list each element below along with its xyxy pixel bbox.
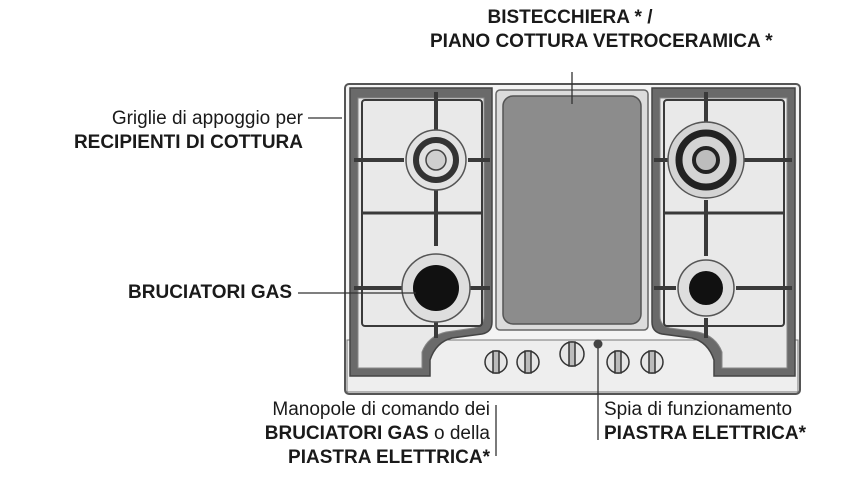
knob-3 [559, 341, 585, 367]
label-burners: BRUCIATORI GAS [0, 281, 292, 305]
knob-1 [484, 350, 508, 374]
label-burners-line1: BRUCIATORI GAS [128, 282, 292, 303]
leader-lines [298, 72, 599, 456]
control-knobs [484, 341, 664, 374]
label-grates-line2: RECIPIENTI DI COTTURA [73, 132, 303, 153]
label-knobs: Manopole di comando dei BRUCIATORI GAS o… [0, 398, 490, 470]
burner-left-bottom [401, 253, 471, 323]
label-grates-line1: Griglie di appoggio per [111, 108, 303, 129]
right-grate [654, 92, 792, 338]
label-indicator: Spia di funzionamento PIASTRA ELETTRICA* [604, 398, 806, 446]
label-knobs-line2-bold: BRUCIATORI GAS [264, 423, 429, 444]
label-knobs-line1: Manopole di comando dei [272, 399, 490, 420]
label-griddle-line2: PIANO COTTURA VETROCERAMICA * [430, 31, 773, 52]
griddle-plate [502, 95, 642, 325]
label-griddle-line1: BISTECCHIERA * / [487, 7, 653, 28]
label-indicator-line2: PIASTRA ELETTRICA* [604, 423, 806, 444]
burner-left-top [405, 129, 467, 191]
knob-4 [606, 350, 630, 374]
label-knobs-line3: PIASTRA ELETTRICA* [288, 447, 490, 468]
burner-right-top [667, 121, 745, 199]
left-grate [354, 92, 490, 338]
label-griddle: BISTECCHIERA * / PIANO COTTURA VETROCERA… [430, 6, 773, 54]
label-indicator-line1: Spia di funzionamento [604, 399, 793, 420]
label-grates: Griglie di appoggio per RECIPIENTI DI CO… [0, 107, 303, 155]
knob-2 [516, 350, 540, 374]
burner-right-bottom [677, 259, 735, 317]
label-knobs-line2: BRUCIATORI GAS o della [0, 422, 490, 446]
knob-5 [640, 350, 664, 374]
indicator-light [593, 339, 603, 349]
label-knobs-line2-normal: o della [428, 423, 490, 444]
